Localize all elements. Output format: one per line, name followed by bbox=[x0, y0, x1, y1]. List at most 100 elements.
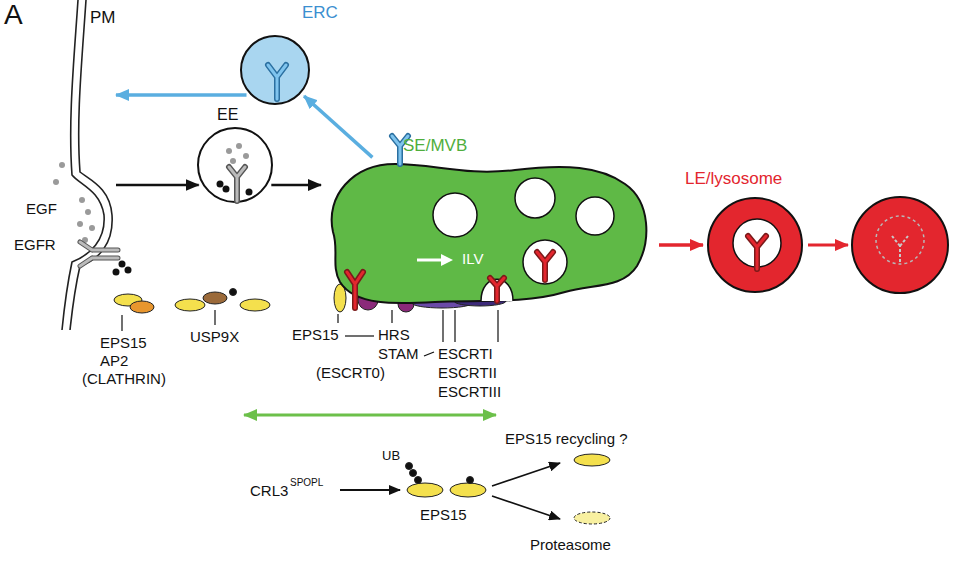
egf-ligand bbox=[53, 179, 59, 185]
protein-label: EGFR bbox=[14, 236, 56, 254]
late-endosome-lysosome-drawing bbox=[748, 236, 766, 269]
ligase-label: CRL3 bbox=[250, 482, 288, 500]
ubiquitin bbox=[113, 269, 120, 276]
node-label: SE/MVB bbox=[403, 136, 467, 156]
eps15-ubiquitination bbox=[410, 470, 417, 477]
leader-line bbox=[214, 310, 215, 325]
node-label: PM bbox=[90, 8, 116, 28]
recycling-compartment-drawing bbox=[242, 37, 308, 103]
early-endosome-drawing bbox=[243, 153, 249, 159]
egf-ligand bbox=[79, 197, 85, 203]
protein-label: EPS15 bbox=[292, 326, 339, 344]
leader-line bbox=[454, 310, 455, 342]
ubiquitin bbox=[119, 261, 126, 268]
egf-ligand bbox=[59, 162, 65, 168]
early-endosome-drawing bbox=[223, 186, 230, 193]
sorting-endosome-drawing bbox=[515, 178, 555, 218]
sorting-endosome-drawing bbox=[433, 193, 477, 237]
complex-label: ESCRTI bbox=[438, 345, 493, 363]
eps15-ap2 bbox=[130, 301, 154, 313]
eps15-ubiquitination bbox=[340, 489, 400, 491]
fate-label: EPS15 recycling ? bbox=[505, 430, 628, 448]
leader-line bbox=[442, 310, 443, 342]
recycling-compartment: ERC bbox=[240, 35, 310, 105]
sorting-endosome-drawing bbox=[441, 254, 453, 266]
egf-ligand bbox=[77, 221, 83, 227]
leader-line bbox=[121, 315, 122, 331]
early-endosome-drawing bbox=[217, 181, 224, 188]
eps15-ubiquitination bbox=[406, 463, 413, 470]
sorting-endosome-drawing bbox=[576, 197, 614, 235]
protein-label: STAM bbox=[378, 345, 419, 363]
plasma-membrane bbox=[70, 0, 112, 330]
egfr-receptor bbox=[80, 242, 118, 266]
late-endosome-lysosome-drawing bbox=[748, 236, 766, 269]
node-label: LE/lysosome bbox=[685, 169, 782, 189]
egfr-receptor bbox=[80, 242, 118, 266]
egf-ligand bbox=[53, 162, 95, 243]
sorting-endosome-drawing bbox=[417, 259, 443, 262]
eps15-ubiquitination bbox=[492, 496, 560, 519]
protein-label: AP2 bbox=[100, 352, 128, 370]
protein-label: EPS15 bbox=[100, 334, 147, 352]
sorting-endosome-drawing bbox=[325, 160, 655, 310]
degraded-lysosome bbox=[876, 216, 924, 264]
eps15-ap2 bbox=[114, 294, 154, 313]
complex-label: ESCRTIII bbox=[438, 383, 501, 401]
egf-ligand bbox=[85, 209, 91, 215]
ubiquitin bbox=[113, 261, 132, 276]
early-endosome-drawing bbox=[229, 167, 245, 201]
egfr-receptor bbox=[80, 242, 118, 266]
plasma-membrane bbox=[62, 0, 112, 330]
early-endosome-drawing bbox=[230, 158, 236, 164]
range-arrow bbox=[244, 415, 496, 416]
eps15-ubiquitination bbox=[492, 463, 560, 486]
eps15-ubiquitination bbox=[467, 477, 474, 484]
leader-line bbox=[391, 310, 392, 323]
leader-line bbox=[345, 335, 374, 336]
sorting-endosome: SE/MVB bbox=[325, 160, 655, 310]
early-endosome-drawing bbox=[226, 148, 232, 154]
protein-label: HRS bbox=[378, 326, 410, 344]
eps15-ubiquitination bbox=[415, 477, 422, 484]
early-endosome-drawing bbox=[236, 143, 242, 149]
complex-label: ESCRTII bbox=[438, 364, 497, 382]
eps15-ubiquitination bbox=[450, 483, 486, 497]
degraded-lysosome bbox=[892, 236, 908, 262]
early-endosome-drawing bbox=[229, 167, 245, 201]
vesicle-label: ILV bbox=[462, 250, 483, 268]
node-label: ERC bbox=[302, 3, 338, 23]
usp9x-proteins bbox=[203, 292, 227, 304]
usp9x-proteins bbox=[230, 289, 237, 296]
leader-line bbox=[424, 352, 434, 356]
usp9x-proteins bbox=[175, 289, 270, 312]
recycling-compartment-drawing bbox=[268, 65, 286, 99]
eps15-ubiquitination bbox=[574, 454, 610, 466]
protein-label: (CLATHRIN) bbox=[82, 370, 166, 388]
recycling-arrow bbox=[116, 93, 247, 97]
degraded-lysosome bbox=[852, 197, 948, 293]
ubiquitin-label: UB bbox=[382, 448, 400, 464]
sorting-endosome-drawing bbox=[347, 136, 553, 308]
sorting-endosome-drawing bbox=[433, 178, 614, 301]
complex-label: (ESCRT0) bbox=[316, 364, 385, 382]
early-endosome-drawing bbox=[246, 189, 253, 196]
node-label: EE bbox=[217, 105, 238, 124]
recycling-compartment-drawing bbox=[268, 65, 286, 99]
sorting-endosome-drawing bbox=[347, 252, 553, 308]
fate-label: Proteasome bbox=[530, 536, 611, 554]
range-arrow bbox=[244, 414, 496, 417]
protein-label: EGF bbox=[26, 200, 57, 218]
leader-line bbox=[497, 310, 498, 342]
ligase-superscript: SPOPL bbox=[290, 477, 323, 489]
transport-arrow bbox=[271, 184, 321, 187]
eps15-ubiquitination bbox=[340, 454, 610, 524]
degradation-arrow bbox=[808, 244, 848, 247]
recycling-arrow bbox=[304, 96, 372, 157]
protein-label: USP9X bbox=[190, 328, 239, 346]
eps15-ubiquitination bbox=[407, 483, 443, 497]
egf-ligand bbox=[89, 225, 95, 231]
degraded-lysosome bbox=[852, 197, 948, 293]
transport-arrow bbox=[116, 184, 199, 187]
